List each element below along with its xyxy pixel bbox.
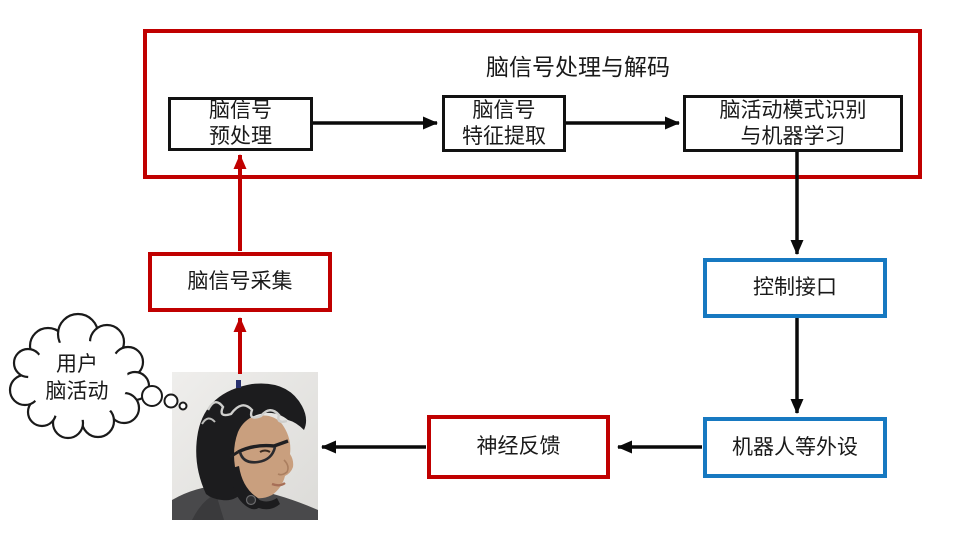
thought-cloud-line1: 用户 — [56, 353, 98, 376]
box-neurofeedback-label: 神经反馈 — [476, 435, 561, 458]
electrode-wire-2 — [201, 417, 216, 425]
box-feature-extraction: 脑信号 特征提取 — [442, 95, 566, 152]
box-robot-peripherals-label: 机器人等外设 — [732, 435, 858, 459]
electrode-wires — [206, 401, 288, 423]
box-preprocess: 脑信号 预处理 — [168, 97, 313, 151]
eye — [259, 449, 271, 453]
box-robot-peripherals: 机器人等外设 — [703, 417, 887, 478]
cap-connector — [236, 380, 241, 388]
processing-decoding-container-box — [143, 29, 922, 179]
box-control-interface: 控制接口 — [703, 258, 887, 318]
box-feature-line2: 特征提取 — [462, 124, 546, 148]
container-title: 脑信号处理与解码 — [486, 54, 670, 80]
user-eeg-cap-photo — [172, 372, 318, 520]
cap-chin-strap — [252, 498, 280, 510]
jacket-fold — [192, 494, 224, 520]
nose — [277, 459, 289, 476]
box-preprocess-line1: 脑信号 — [209, 99, 272, 122]
glasses-rim — [238, 446, 277, 464]
glasses-top — [237, 439, 289, 454]
glasses-temple — [229, 450, 239, 459]
box-pattern-line1: 脑活动模式识别 — [719, 98, 867, 122]
box-preprocess-line2: 预处理 — [209, 125, 272, 148]
face — [232, 415, 294, 499]
box-feature-line1: 脑信号 — [472, 98, 536, 122]
box-neurofeedback: 神经反馈 — [427, 415, 610, 479]
box-control-interface-label: 控制接口 — [753, 276, 837, 299]
box-signal-acquisition-label: 脑信号采集 — [187, 270, 293, 293]
box-pattern-line2: 与机器学习 — [740, 124, 846, 148]
thought-cloud-text: 用户 脑活动 — [22, 351, 132, 405]
thought-cloud-line2: 脑活动 — [45, 380, 109, 403]
box-signal-acquisition: 脑信号采集 — [148, 252, 332, 312]
box-pattern-recognition: 脑活动模式识别 与机器学习 — [683, 95, 903, 152]
lips — [271, 482, 286, 487]
eeg-cap — [196, 383, 307, 501]
strap-button — [245, 494, 257, 506]
